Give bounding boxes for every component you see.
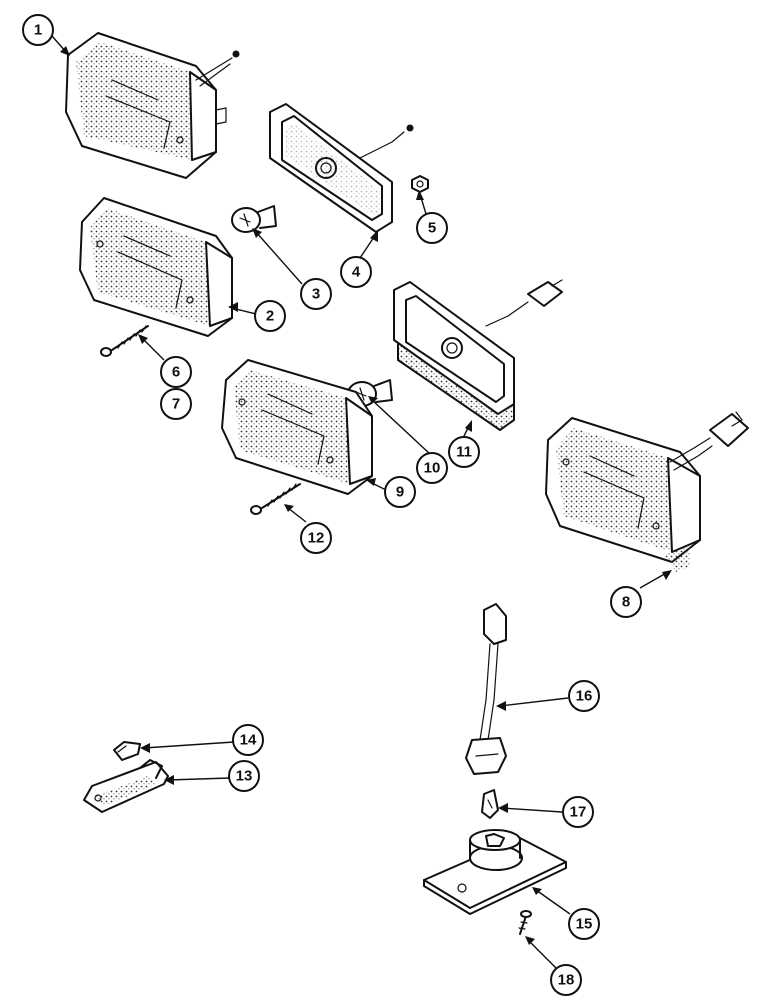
bulb-3: [231, 205, 277, 233]
callout-2: 2: [254, 300, 286, 332]
screw-18: [518, 910, 532, 935]
callout-label-5: 5: [428, 220, 436, 237]
gasket-plate-11: [393, 279, 563, 431]
callout-10: 10: [416, 452, 448, 484]
callout-3: 3: [300, 278, 332, 310]
callout-14: 14: [232, 724, 264, 756]
callout-label-8: 8: [622, 594, 630, 611]
screw-12: [250, 483, 301, 515]
callout-label-18: 18: [558, 972, 575, 989]
callout-5: 5: [416, 212, 448, 244]
callout-label-1: 1: [34, 22, 42, 39]
screw-6: [100, 325, 149, 357]
callout-label-17: 17: [570, 804, 587, 821]
callout-13: 13: [228, 760, 260, 792]
callout-7: 7: [160, 388, 192, 420]
callout-12: 12: [300, 522, 332, 554]
callout-15: 15: [568, 908, 600, 940]
callout-9: 9: [384, 476, 416, 508]
callout-label-7: 7: [172, 396, 180, 413]
callout-label-14: 14: [240, 732, 257, 749]
lamp-assembly-1: [65, 32, 240, 179]
callout-label-16: 16: [576, 688, 593, 705]
gasket-plate-4: [269, 103, 414, 233]
lamp-assembly-8: [545, 411, 749, 572]
callout-17: 17: [562, 796, 594, 828]
callout-label-9: 9: [396, 484, 404, 501]
leader-lines: [51, 35, 672, 969]
callout-11: 11: [448, 436, 480, 468]
lamp-assembly-9: [221, 359, 373, 495]
callout-label-13: 13: [236, 768, 253, 785]
socket-harness-16: [465, 603, 507, 775]
callout-label-4: 4: [352, 264, 361, 281]
base-plate-15: [423, 829, 567, 915]
callout-4: 4: [340, 256, 372, 288]
callout-18: 18: [550, 964, 582, 996]
callout-label-3: 3: [312, 286, 320, 303]
callout-label-11: 11: [456, 444, 472, 461]
callout-8: 8: [610, 586, 642, 618]
lamp-assembly-2: [79, 197, 233, 337]
callout-label-15: 15: [576, 916, 593, 933]
callout-6: 6: [160, 356, 192, 388]
callout-label-12: 12: [308, 530, 325, 547]
nut-5: [411, 175, 429, 193]
callout-16: 16: [568, 680, 600, 712]
license-lamp-13: [83, 759, 169, 813]
callout-label-6: 6: [172, 364, 180, 381]
callout-label-2: 2: [266, 308, 274, 325]
bulb-14: [113, 741, 141, 761]
callout-1: 1: [22, 14, 54, 46]
bulb-17: [481, 789, 499, 819]
callout-label-10: 10: [424, 460, 441, 477]
